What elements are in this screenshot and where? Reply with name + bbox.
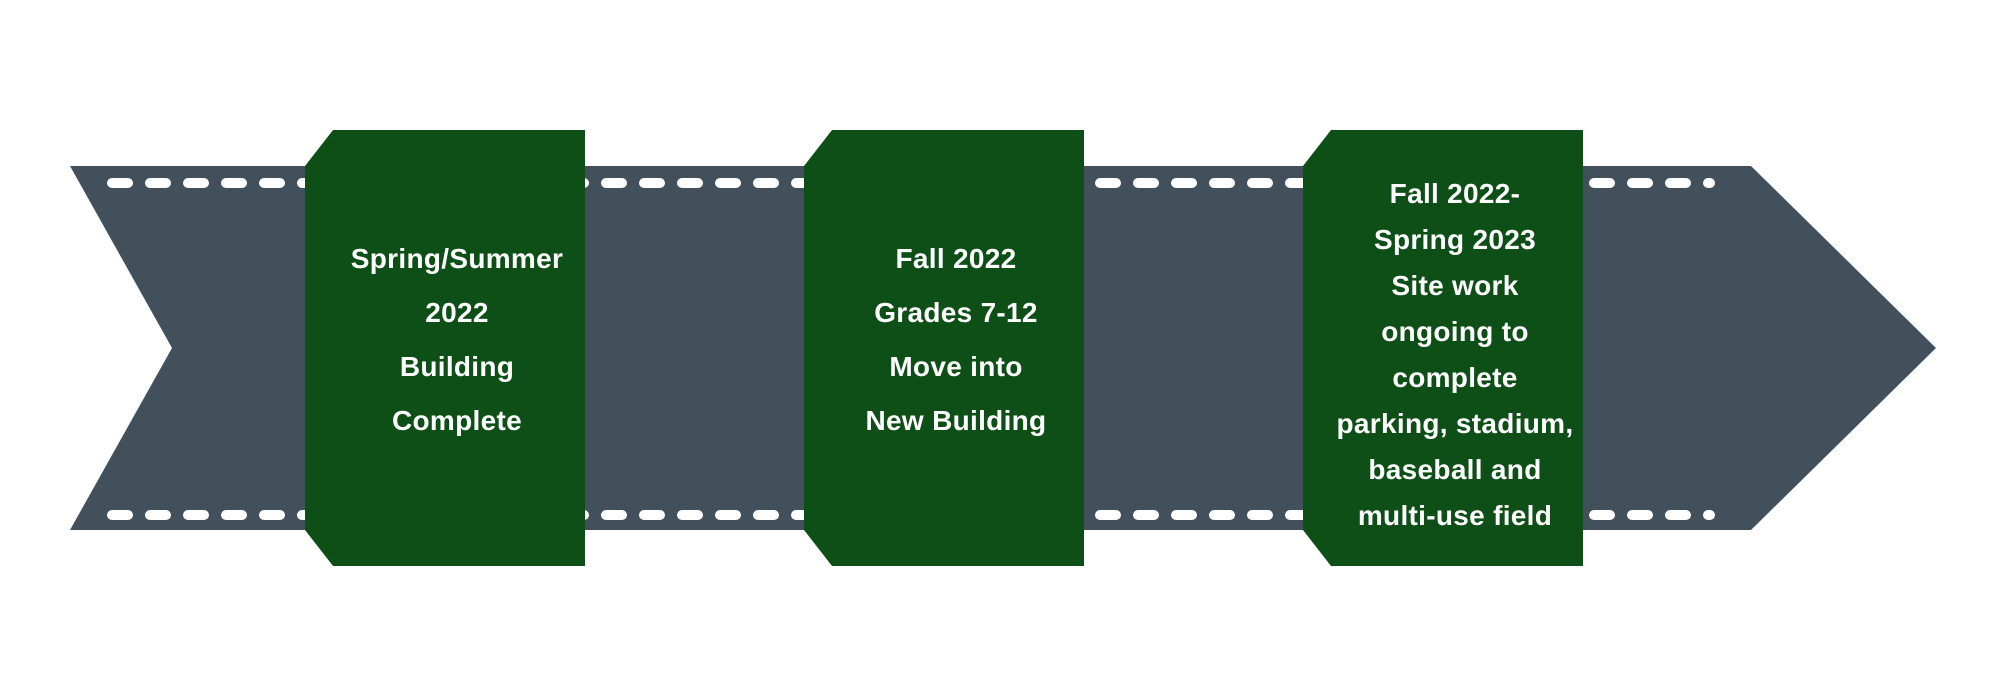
milestone-1-line-4: Complete bbox=[392, 405, 522, 436]
milestone-3-line-4: ongoing to bbox=[1381, 316, 1529, 347]
milestone-1-line-2: 2022 bbox=[425, 297, 489, 328]
milestone-3-line-3: Site work bbox=[1391, 270, 1519, 301]
milestone-block-1 bbox=[305, 130, 585, 566]
milestone-1-line-1: Spring/Summer bbox=[350, 243, 564, 274]
milestone-2-line-1: Fall 2022 bbox=[895, 243, 1017, 274]
milestone-2-line-4: New Building bbox=[865, 405, 1047, 436]
milestone-3-line-1: Fall 2022- bbox=[1389, 178, 1521, 209]
milestone-1-line-3: Building bbox=[399, 351, 515, 382]
milestone-2-line-2: Grades 7-12 bbox=[874, 297, 1038, 328]
milestone-block-3 bbox=[1303, 130, 1583, 566]
milestone-text-3: Fall 2022- Spring 2023 Site work ongoing… bbox=[1328, 165, 1582, 545]
milestone-3-line-2: Spring 2023 bbox=[1373, 224, 1537, 255]
milestone-text-1: Spring/Summer 2022 Building Complete bbox=[330, 220, 584, 460]
milestone-2-line-3: Move into bbox=[889, 351, 1023, 382]
milestone-block-2 bbox=[804, 130, 1084, 566]
milestone-3-line-5: complete bbox=[1392, 362, 1518, 393]
milestone-text-2: Fall 2022 Grades 7-12 Move into New Buil… bbox=[829, 220, 1083, 460]
milestone-3-line-6: parking, stadium, bbox=[1336, 408, 1574, 439]
milestone-3-line-7: baseball and bbox=[1368, 454, 1542, 485]
milestone-3-line-8: multi-use field bbox=[1357, 500, 1553, 531]
